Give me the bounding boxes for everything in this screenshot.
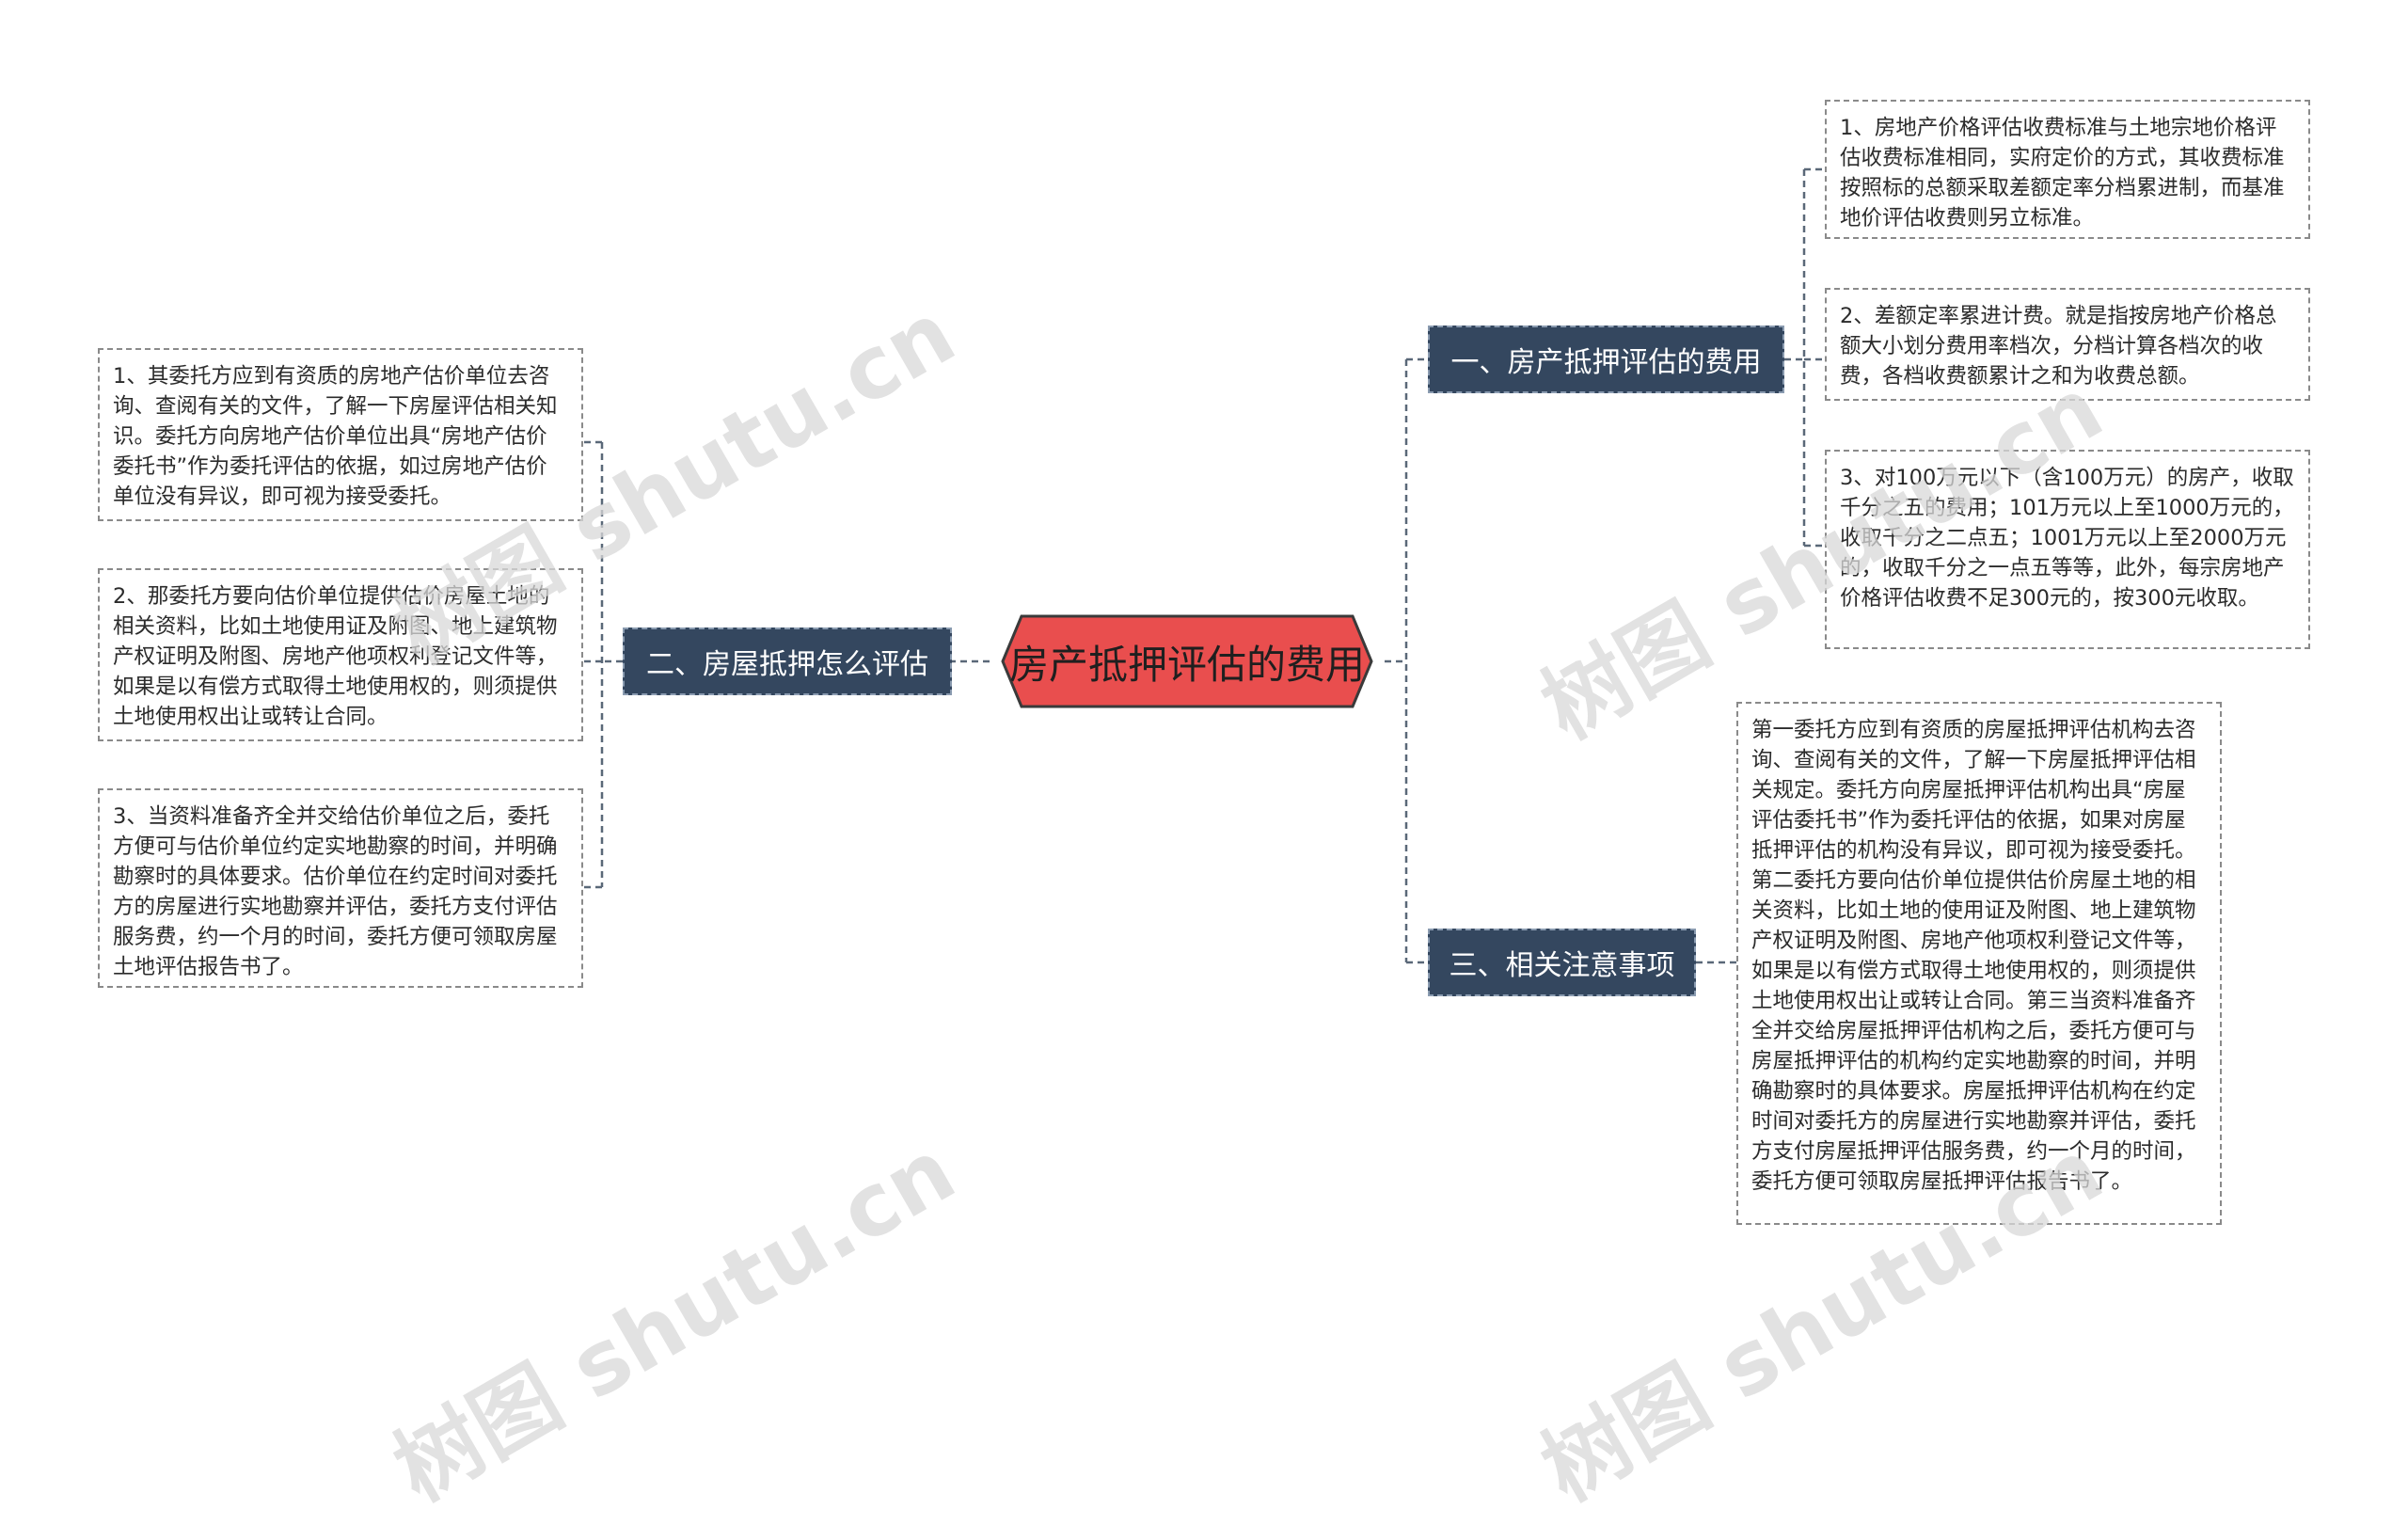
leaf-assess-3-text: 3、当资料准备齐全并交给估价单位之后，委托方便可与估价单位约定实地勘察的时间，并…	[113, 804, 558, 979]
leaf-assess-3[interactable]: 3、当资料准备齐全并交给估价单位之后，委托方便可与估价单位约定实地勘察的时间，并…	[98, 788, 583, 988]
branch-notes[interactable]: 三、相关注意事项	[1428, 929, 1696, 996]
leaf-fee-1-text: 1、房地产价格评估收费标准与土地宗地价格评估收费标准相同，实府定价的方式，其收费…	[1840, 116, 2285, 230]
branch-fee[interactable]: 一、房产抵押评估的费用	[1428, 326, 1784, 393]
leaf-fee-1[interactable]: 1、房地产价格评估收费标准与土地宗地价格评估收费标准相同，实府定价的方式，其收费…	[1825, 100, 2310, 239]
branch-notes-label: 三、相关注意事项	[1449, 949, 1675, 982]
root-title: 房产抵押评估的费用	[1008, 641, 1365, 688]
leaf-assess-1[interactable]: 1、其委托方应到有资质的房地产估价单位去咨询、查阅有关的文件，了解一下房屋评估相…	[98, 348, 583, 521]
leaf-notes-1-text: 第一委托方应到有资质的房屋抵押评估机构去咨询、查阅有关的文件，了解一下房屋抵押评…	[1751, 718, 2196, 1194]
branch-how-to-assess-label: 二、房屋抵押怎么评估	[646, 648, 928, 681]
branch-how-to-assess[interactable]: 二、房屋抵押怎么评估	[623, 627, 952, 695]
leaf-fee-2-text: 2、差额定率累进计费。就是指按房地产价格总额大小划分费用率档次，分档计算各档次的…	[1840, 304, 2277, 389]
leaf-fee-3-text: 3、对100万元以下（含100万元）的房产，收取千分之五的费用；101万元以上至…	[1840, 466, 2294, 611]
leaf-fee-2[interactable]: 2、差额定率累进计费。就是指按房地产价格总额大小划分费用率档次，分档计算各档次的…	[1825, 288, 2310, 401]
branch-fee-label: 一、房产抵押评估的费用	[1450, 346, 1762, 379]
leaf-notes-1[interactable]: 第一委托方应到有资质的房屋抵押评估机构去咨询、查阅有关的文件，了解一下房屋抵押评…	[1736, 702, 2222, 1225]
leaf-fee-3[interactable]: 3、对100万元以下（含100万元）的房产，收取千分之五的费用；101万元以上至…	[1825, 450, 2310, 649]
leaf-assess-1-text: 1、其委托方应到有资质的房地产估价单位去咨询、查阅有关的文件，了解一下房屋评估相…	[113, 364, 558, 509]
connector-lines	[583, 167, 1825, 964]
root-hexagon-shape	[1001, 614, 1373, 708]
leaf-assess-2-text: 2、那委托方要向估价单位提供估价房屋土地的相关资料，比如土地使用证及附图、地上建…	[113, 584, 558, 729]
root-node[interactable]: 房产抵押评估的费用	[990, 614, 1385, 708]
leaf-assess-2[interactable]: 2、那委托方要向估价单位提供估价房屋土地的相关资料，比如土地使用证及附图、地上建…	[98, 568, 583, 741]
